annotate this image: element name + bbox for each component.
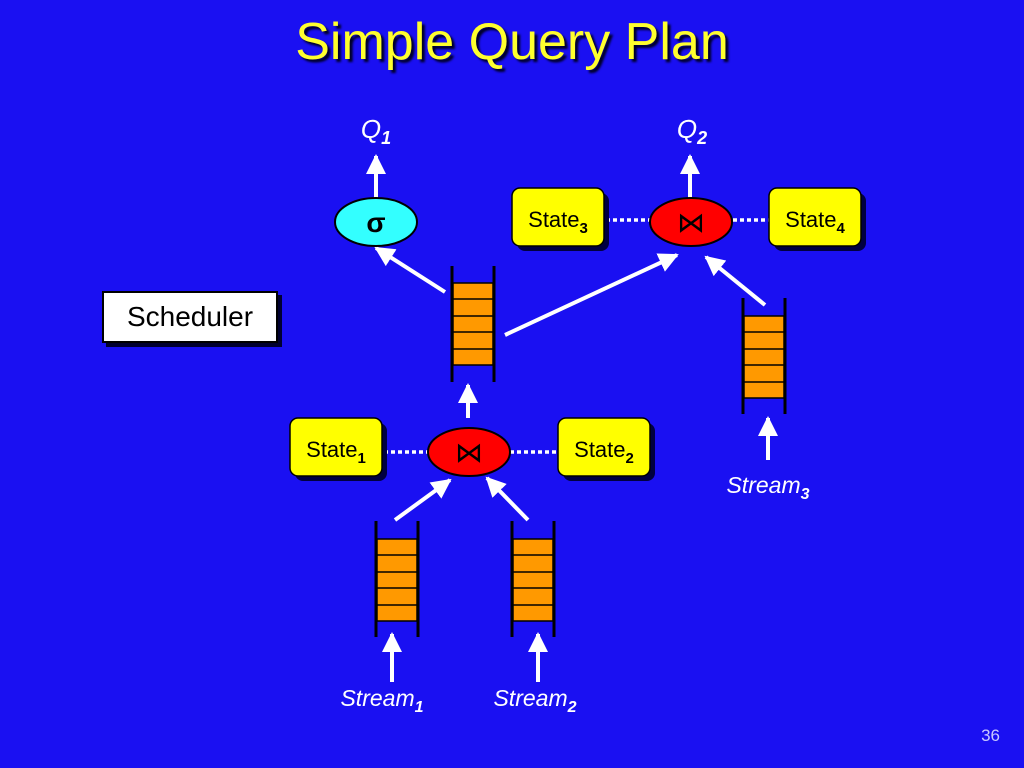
stream1-label: Stream1 xyxy=(340,685,423,716)
stream3-label: Stream3 xyxy=(726,472,809,503)
arrow-queue-join2 xyxy=(504,253,679,337)
state2-subscript: 2 xyxy=(626,450,634,467)
state4-subscript: 4 xyxy=(837,220,846,237)
state3-subscript: 3 xyxy=(580,220,588,237)
state1-label: State xyxy=(306,437,357,462)
join-operator-2: ⋈ xyxy=(649,197,733,247)
queue-middle xyxy=(450,266,496,382)
arrow-queue2-join1 xyxy=(485,476,530,522)
query2-label: Q2 xyxy=(677,114,707,148)
join-icon: ⋈ xyxy=(455,437,483,468)
arrow-queue-select xyxy=(374,246,447,294)
state-connectors xyxy=(384,218,770,454)
svg-text:State3: State3 xyxy=(528,207,588,237)
scheduler-label: Scheduler xyxy=(126,301,254,332)
sigma-icon: σ xyxy=(366,207,385,238)
arrows xyxy=(366,154,778,682)
select-operator: σ xyxy=(334,197,418,247)
state2-box: State2 xyxy=(557,417,655,481)
slide-title: Simple Query Plan xyxy=(295,13,729,71)
stream2-label: Stream2 xyxy=(493,685,576,716)
svg-text:State2: State2 xyxy=(574,437,634,467)
queue-stream1 xyxy=(374,521,420,637)
query1-label: Q1 xyxy=(361,114,391,148)
queue-right xyxy=(741,298,787,414)
queue-stream2 xyxy=(510,521,556,637)
page-number: 36 xyxy=(981,726,1000,745)
state1-box: State1 xyxy=(289,417,387,481)
svg-text:State4: State4 xyxy=(785,207,845,237)
scheduler-box: Scheduler xyxy=(102,291,278,343)
arrow-queue3-join2 xyxy=(704,255,767,307)
join-icon: ⋈ xyxy=(677,207,705,238)
state3-box: State3 xyxy=(511,187,609,251)
arrow-queue1-join1 xyxy=(393,478,452,522)
state2-label: State xyxy=(574,437,625,462)
state3-label: State xyxy=(528,207,579,232)
state4-box: State4 xyxy=(768,187,866,251)
state4-label: State xyxy=(785,207,836,232)
state1-subscript: 1 xyxy=(358,450,366,467)
join-operator-1: ⋈ xyxy=(427,427,511,477)
svg-text:State1: State1 xyxy=(306,437,366,467)
